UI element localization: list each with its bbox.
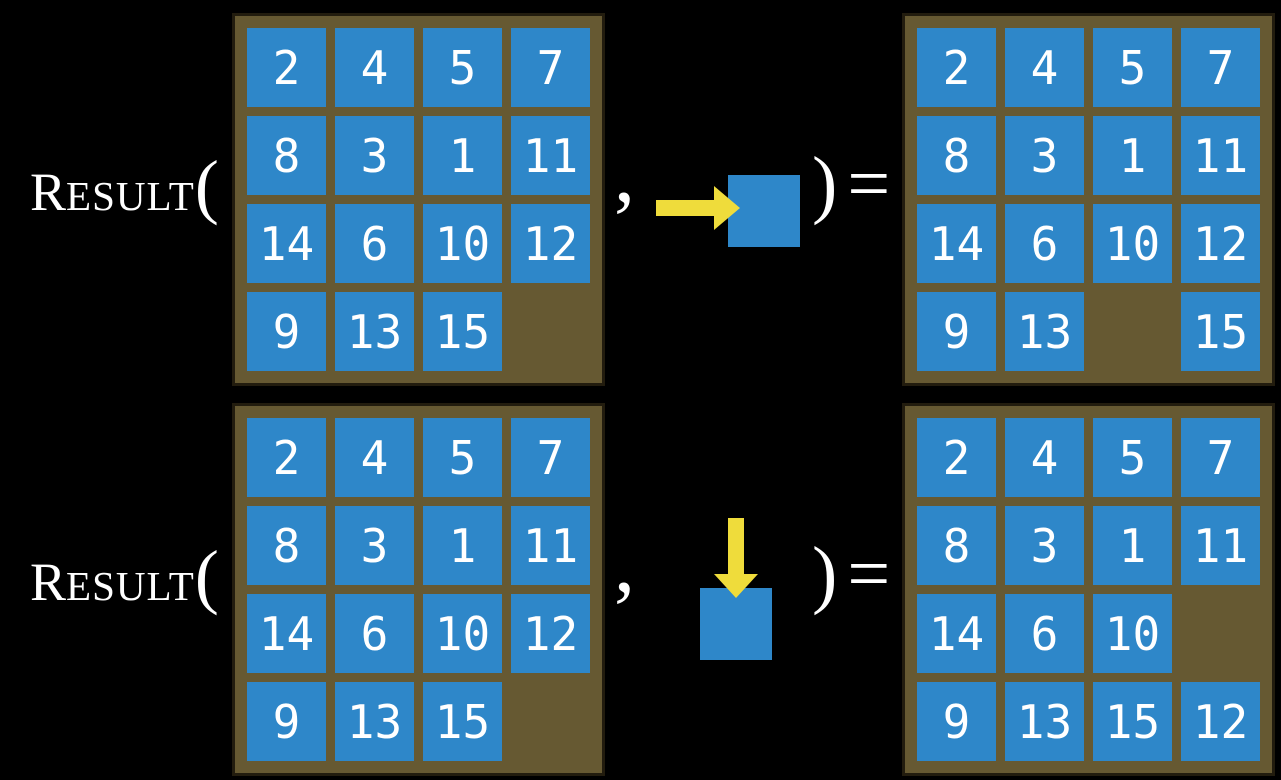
puzzle-tile-12: 12 — [1181, 204, 1260, 283]
puzzle-tile-12: 12 — [511, 204, 590, 283]
puzzle-tile-2: 2 — [917, 418, 996, 497]
open-paren: ( — [194, 536, 219, 616]
puzzle-tile-14: 14 — [247, 204, 326, 283]
puzzle-tile-14: 14 — [917, 594, 996, 673]
result-label-smallcaps: ESULT — [66, 563, 195, 609]
puzzle-tile-7: 7 — [511, 418, 590, 497]
puzzle-tile-4: 4 — [1005, 418, 1084, 497]
closing-expression: )= — [812, 536, 890, 612]
comma-separator: , — [614, 127, 635, 220]
puzzle-tile-10: 10 — [1093, 204, 1172, 283]
puzzle-tile-11: 11 — [511, 116, 590, 195]
puzzle-tile-13: 13 — [1005, 292, 1084, 371]
puzzle-tile-6: 6 — [335, 594, 414, 673]
closing-expression: )= — [812, 146, 890, 222]
puzzle-tile-3: 3 — [1005, 506, 1084, 585]
puzzle-tile-5: 5 — [1093, 28, 1172, 107]
puzzle-tile-14: 14 — [247, 594, 326, 673]
result-label-lead: R — [30, 552, 67, 612]
right-arrow-icon — [656, 186, 740, 230]
puzzle-tile-3: 3 — [1005, 116, 1084, 195]
close-paren: ) — [812, 532, 838, 616]
action-tile-square — [700, 588, 772, 660]
puzzle-tile-6: 6 — [1005, 204, 1084, 283]
result-function-name: RESULT( — [30, 540, 219, 612]
empty-cell — [511, 682, 590, 761]
puzzle-tile-4: 4 — [335, 418, 414, 497]
puzzle-tile-8: 8 — [247, 116, 326, 195]
puzzle-tile-12: 12 — [511, 594, 590, 673]
result-function-name: RESULT( — [30, 150, 219, 222]
result-label-lead: R — [30, 162, 67, 222]
puzzle-tile-7: 7 — [511, 28, 590, 107]
puzzle-tile-15: 15 — [1093, 682, 1172, 761]
empty-cell — [511, 292, 590, 371]
puzzle-tile-9: 9 — [917, 292, 996, 371]
puzzle-tile-10: 10 — [1093, 594, 1172, 673]
puzzle-tile-4: 4 — [335, 28, 414, 107]
puzzle-tile-1: 1 — [423, 506, 502, 585]
puzzle-tile-11: 11 — [511, 506, 590, 585]
puzzle-tile-7: 7 — [1181, 28, 1260, 107]
puzzle-tile-1: 1 — [423, 116, 502, 195]
puzzle-tile-5: 5 — [1093, 418, 1172, 497]
puzzle-tile-6: 6 — [335, 204, 414, 283]
puzzle-tile-13: 13 — [1005, 682, 1084, 761]
comma-separator: , — [614, 517, 635, 610]
result-label-smallcaps: ESULT — [66, 173, 195, 219]
puzzle-tile-15: 15 — [423, 682, 502, 761]
puzzle-tile-6: 6 — [1005, 594, 1084, 673]
puzzle-tile-10: 10 — [423, 204, 502, 283]
puzzle-tile-11: 11 — [1181, 506, 1260, 585]
puzzle-tile-9: 9 — [917, 682, 996, 761]
puzzle-tile-2: 2 — [917, 28, 996, 107]
down-arrow-icon — [714, 518, 758, 598]
close-paren: ) — [812, 142, 838, 226]
empty-cell — [1181, 594, 1260, 673]
puzzle-tile-7: 7 — [1181, 418, 1260, 497]
puzzle-tile-2: 2 — [247, 418, 326, 497]
puzzle-tile-1: 1 — [1093, 116, 1172, 195]
puzzle-tile-8: 8 — [917, 506, 996, 585]
equals-sign: = — [847, 142, 891, 226]
puzzle-tile-13: 13 — [335, 682, 414, 761]
empty-cell — [1093, 292, 1172, 371]
puzzle-tile-14: 14 — [917, 204, 996, 283]
puzzle-tile-2: 2 — [247, 28, 326, 107]
puzzle-tile-3: 3 — [335, 116, 414, 195]
puzzle-tile-3: 3 — [335, 506, 414, 585]
puzzle-tile-5: 5 — [423, 418, 502, 497]
action-tile-square — [728, 175, 800, 247]
equals-sign: = — [847, 532, 891, 616]
puzzle-tile-9: 9 — [247, 292, 326, 371]
puzzle-tile-9: 9 — [247, 682, 326, 761]
puzzle-tile-10: 10 — [423, 594, 502, 673]
puzzle-tile-5: 5 — [423, 28, 502, 107]
puzzle-tile-1: 1 — [1093, 506, 1172, 585]
puzzle-tile-13: 13 — [335, 292, 414, 371]
puzzle-tile-4: 4 — [1005, 28, 1084, 107]
puzzle-tile-15: 15 — [1181, 292, 1260, 371]
open-paren: ( — [194, 146, 219, 226]
puzzle-tile-12: 12 — [1181, 682, 1260, 761]
puzzle-tile-8: 8 — [247, 506, 326, 585]
puzzle-tile-11: 11 — [1181, 116, 1260, 195]
puzzle-tile-8: 8 — [917, 116, 996, 195]
puzzle-tile-15: 15 — [423, 292, 502, 371]
